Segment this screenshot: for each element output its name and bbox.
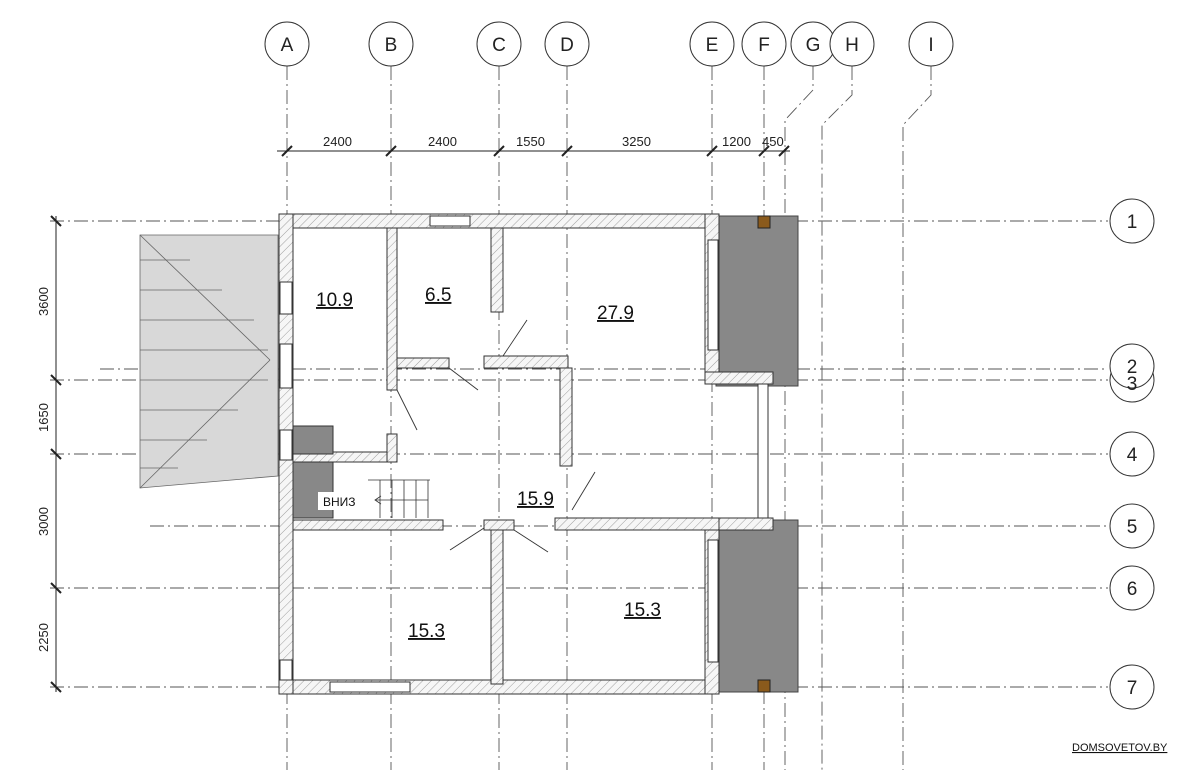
grid-label-6: 6 [1127,579,1138,600]
grid-label-4: 4 [1127,445,1138,466]
grid-bubble-2 [1109,343,1155,389]
dimension-line-horizontal [277,145,790,157]
room-area-27-9: 27.9 [597,303,634,324]
grid-label-h: H [845,35,859,56]
grid-bubble-h [829,21,875,67]
dim-label-6-7: 2250 [36,623,51,652]
terrace-bottom [715,519,799,693]
dim-label-1-3: 3600 [36,287,51,316]
grid-bubble-f [741,21,787,67]
grid-bubble-i [908,21,954,67]
grid-bubble-e [689,21,735,67]
roof-overhang [139,234,279,489]
grid-bubble-1 [1109,198,1155,244]
grid-bubble-d [544,21,590,67]
grid-label-f: F [758,35,770,56]
grid-bubble-c [476,21,522,67]
grid-label-2: 2 [1127,357,1138,378]
dim-label-c-d: 1550 [516,134,545,149]
grid-label-a: A [281,35,294,56]
grid-label-g: G [806,35,821,56]
grid-label-d: D [560,35,574,56]
grid-bubble-7 [1109,664,1155,710]
stair-label: ВНИЗ [323,495,356,509]
room-area-6-5: 6.5 [425,285,451,306]
grid-bubble-5 [1109,503,1155,549]
terrace-top [715,215,799,387]
room-area-15-3-left: 15.3 [408,621,445,642]
windows [279,215,719,693]
dimension-line-vertical [50,215,62,693]
grid-label-c: C [492,35,506,56]
grid-label-e: E [706,35,719,56]
grid-bubble-b [368,21,414,67]
dim-label-3-4: 1650 [36,403,51,432]
dim-label-d-e: 3250 [622,134,651,149]
stair-label-box [318,492,368,510]
grid-bubble-6 [1109,565,1155,611]
terraces [715,215,799,693]
dim-label-a-b: 2400 [323,134,352,149]
grid-bubble-a [264,21,310,67]
watermark: DOMSOVETOV.BY [1072,742,1168,754]
room-area-15-3-right: 15.3 [624,600,661,621]
grid-label-1: 1 [1127,212,1138,233]
dim-label-f-g: 450 [762,134,784,149]
grid-bubble-4 [1109,431,1155,477]
stairs: ВНИЗ [292,425,430,519]
grid-label-7: 7 [1127,678,1138,699]
grid-label-3: 3 [1127,374,1138,395]
door-swings [396,319,596,553]
grid-label-5: 5 [1127,517,1138,538]
grid-label-b: B [385,35,398,56]
grid-label-i: I [928,35,933,56]
dim-label-b-c: 2400 [428,134,457,149]
room-area-hall: 15.9 [517,489,554,510]
dim-label-e-f: 1200 [722,134,751,149]
room-area-10-9: 10.9 [316,290,353,311]
dim-label-4-6: 3000 [36,507,51,536]
